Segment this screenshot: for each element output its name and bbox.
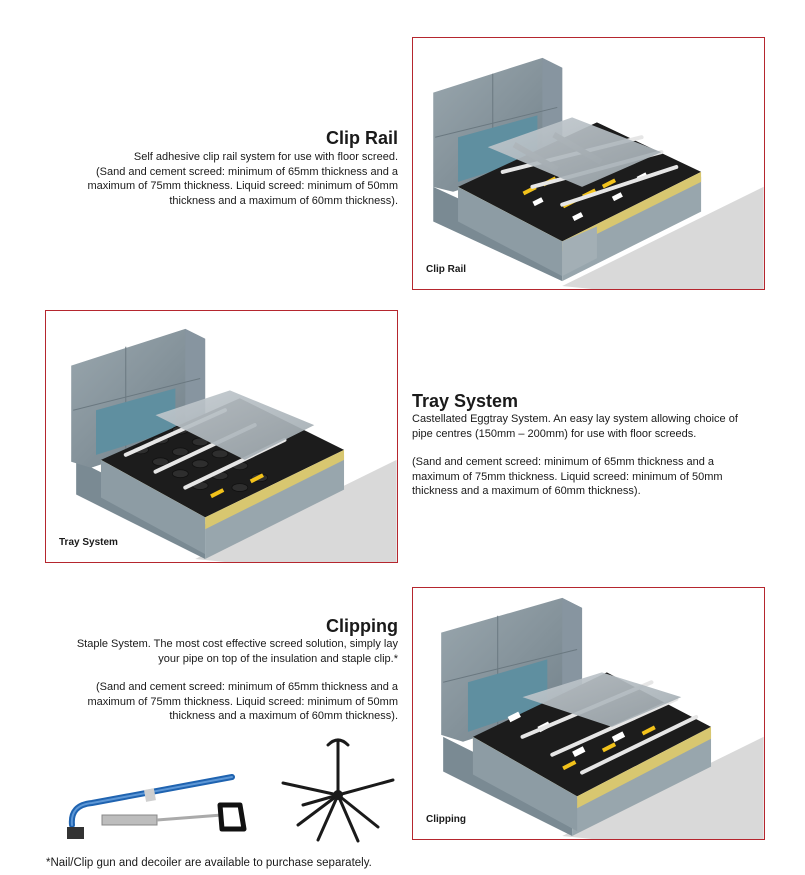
clipping-line-4: maximum of 75mm thickness. Liquid screed… [87, 695, 398, 708]
staple-gun-image [67, 774, 247, 839]
clip-rail-caption: Clip Rail [426, 264, 467, 275]
clip-rail-description: Self adhesive clip rail system for use w… [38, 150, 398, 208]
clip-rail-line-4: thickness and a maximum of 60mm thicknes… [169, 194, 398, 207]
clipping-floor-section-image [441, 597, 764, 839]
footnote: *Nail/Clip gun and decoiler are availabl… [46, 857, 372, 869]
tray-system-description: Castellated Eggtray System. An easy lay … [412, 412, 792, 499]
clipping-line-2: your pipe on top of the insulation and s… [158, 652, 398, 665]
clipping-line-1: Staple System. The most cost effective s… [76, 638, 398, 650]
clip-rail-floor-section-image [433, 57, 764, 289]
tray-system-line-3: (Sand and cement screed: minimum of 65mm… [412, 456, 715, 468]
clip-rail-illustration: Clip Rail [412, 37, 765, 290]
tray-system-line-4: maximum of 75mm thickness. Liquid screed… [412, 470, 723, 483]
clip-rail-title: Clip Rail [325, 128, 398, 148]
clipping-description: Staple System. The most cost effective s… [38, 637, 398, 724]
tray-system-line-1: Castellated Eggtray System. An easy lay … [412, 413, 738, 425]
tray-system-title: Tray System [412, 391, 519, 411]
tray-system-illustration: Tray System [45, 310, 398, 563]
clipping-caption: Clipping [426, 814, 466, 825]
tray-system-caption: Tray System [59, 537, 118, 548]
tray-system-line-2: pipe centres (150mm – 200mm) for use wit… [412, 427, 697, 440]
clipping-title: Clipping [326, 616, 398, 636]
clip-rail-line-3: maximum of 75mm thickness. Liquid screed… [87, 180, 398, 192]
clip-rail-line-2: (Sand and cement screed: minimum of 65mm… [95, 165, 398, 178]
clipping-illustration: Clipping [412, 587, 765, 840]
decoiler-image [281, 738, 395, 843]
clipping-line-5: thickness and a maximum of 60mm thicknes… [169, 710, 398, 722]
tray-system-floor-section-image [71, 328, 397, 562]
clipping-line-3: (Sand and cement screed: minimum of 65mm… [95, 681, 398, 693]
tray-system-line-5: thickness and a maximum of 60mm thicknes… [412, 485, 641, 497]
clip-rail-line-1: Self adhesive clip rail system for use w… [133, 151, 398, 163]
